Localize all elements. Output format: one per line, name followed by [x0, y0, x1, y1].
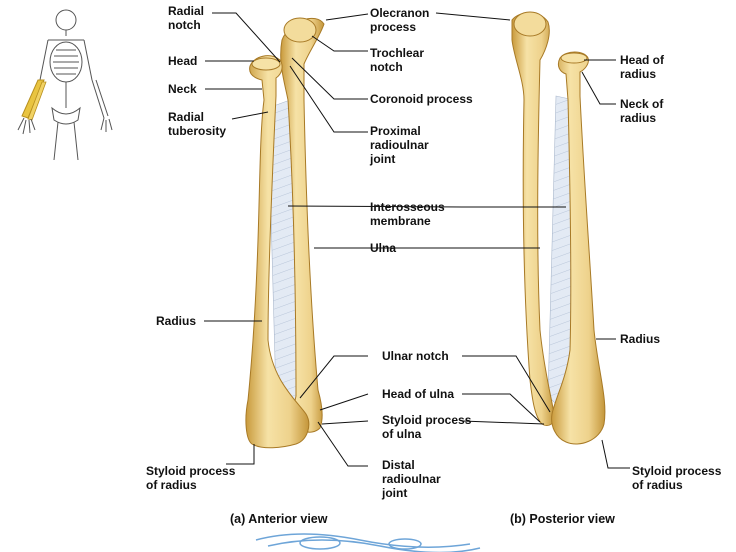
- posterior-view: [511, 11, 606, 445]
- label-coronoid-process: Coronoid process: [370, 92, 473, 106]
- radius-a: [245, 55, 310, 449]
- leader-lines: [204, 12, 630, 469]
- skeleton-icon: [39, 9, 113, 161]
- radius-b: [551, 51, 606, 445]
- label-neck: Neck: [168, 82, 197, 96]
- anterior-view: [245, 17, 325, 449]
- caption-posterior-view: (b) Posterior view: [510, 512, 615, 526]
- highlighted-forearm: [17, 79, 47, 135]
- label-radius-posterior: Radius: [620, 332, 661, 346]
- ulna-a: [280, 18, 325, 433]
- label-ulnar-notch: Ulnar notch: [382, 349, 449, 363]
- caption-anterior-view: (a) Anterior view: [230, 512, 328, 526]
- ulna-b: [511, 12, 555, 427]
- label-radius-anterior: Radius: [156, 314, 197, 328]
- label-head-of-ulna: Head of ulna: [382, 387, 455, 401]
- watermark-swirl: [255, 533, 481, 552]
- label-ulna: Ulna: [370, 241, 397, 255]
- label-head: Head: [168, 54, 198, 68]
